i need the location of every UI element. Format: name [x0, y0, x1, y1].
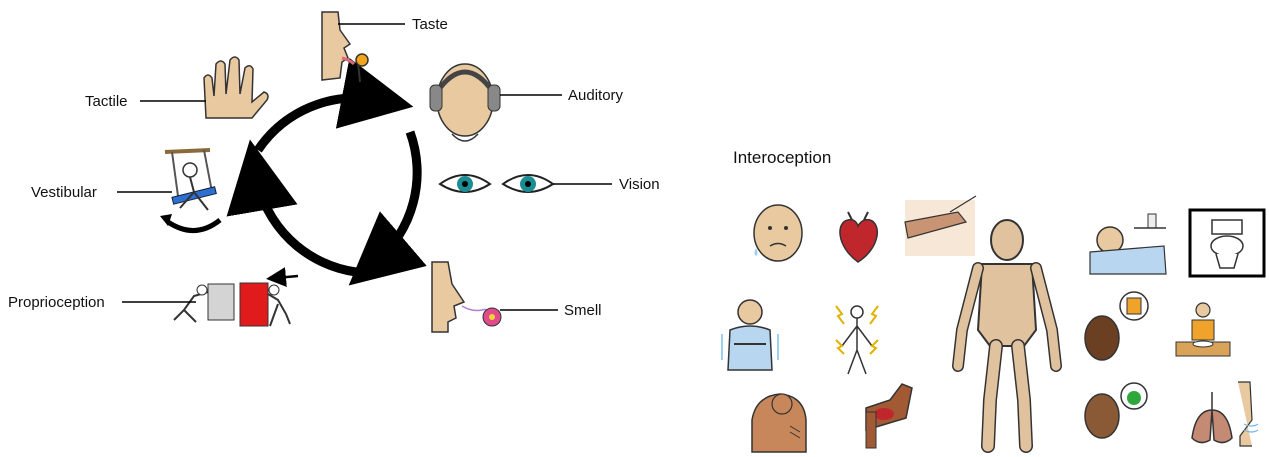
flower-center — [489, 314, 495, 320]
flexed-arm-muscle — [874, 408, 894, 420]
lungs-shape — [1192, 392, 1232, 443]
thirst-drink-glass — [1127, 298, 1141, 314]
left-eye-pupil — [462, 181, 468, 187]
itch-person-head — [772, 394, 792, 414]
auditory-group: Auditory — [430, 64, 624, 141]
pushing-figure-left-head — [197, 285, 207, 295]
eating-person-shirt — [1192, 320, 1214, 340]
swing-rope-right — [204, 150, 212, 192]
cycle-arrow-bottom — [256, 175, 356, 272]
toilet-base — [1216, 254, 1238, 268]
heart-vessels — [848, 212, 868, 220]
swing-icon — [160, 150, 220, 231]
tactile-group: Tactile — [85, 57, 268, 118]
stroking-arm-icon — [905, 196, 976, 256]
pain-figure-icon — [836, 306, 878, 374]
swing-person-head — [183, 163, 197, 177]
proprioception-label: Proprioception — [8, 294, 105, 311]
vision-group: Vision — [440, 175, 660, 193]
vestibular-label: Vestibular — [31, 184, 97, 201]
nose-flower-icon — [432, 262, 501, 332]
right-eye-pupil — [525, 181, 531, 187]
vestibular-group: Vestibular — [31, 150, 220, 231]
proprioception-group: Proprioception — [8, 276, 298, 326]
interoception-panel — [722, 196, 1264, 452]
smell-face-shape — [432, 262, 464, 332]
smell-group: Smell — [432, 262, 602, 332]
figure-legs-fill — [988, 346, 1026, 446]
pushing-figure-left — [174, 292, 208, 322]
push-arrow — [276, 276, 298, 278]
figure-head — [991, 220, 1023, 260]
heart-shape — [840, 220, 877, 262]
shivering-person-icon — [722, 300, 778, 370]
swing-motion-arrow — [168, 220, 220, 231]
flexed-arm-upper — [866, 412, 876, 448]
thirst-face-icon — [1085, 292, 1148, 360]
sweating-face-icon — [754, 205, 802, 261]
eating-person-icon — [1176, 303, 1230, 356]
lungs-icon — [1192, 382, 1258, 446]
bedside-glass — [1148, 214, 1156, 228]
headphones-left-cup — [430, 85, 442, 111]
pain-figure-body — [842, 318, 872, 374]
grey-block — [208, 284, 234, 320]
sweat-drop — [755, 248, 758, 256]
sleeping-person-icon — [1090, 214, 1166, 274]
taste-face-shape — [322, 12, 350, 80]
right-eye-icon — [503, 175, 553, 192]
pushing-icon — [174, 276, 298, 326]
headphones-icon — [430, 64, 500, 141]
taste-face-icon — [322, 12, 368, 82]
smell-label: Smell — [564, 302, 602, 319]
interoception-title: Interoception — [733, 148, 831, 167]
red-block — [240, 283, 268, 326]
sweating-face-eye-right — [784, 226, 788, 230]
toilet-icon — [1190, 210, 1264, 276]
sweating-face-head — [754, 205, 802, 261]
toilet-tank — [1212, 220, 1242, 234]
taste-label: Taste — [412, 16, 448, 33]
swing-rope-left — [172, 152, 178, 196]
pushing-figure-right — [268, 294, 290, 326]
hunger-apple — [1127, 391, 1141, 405]
figure-torso — [978, 264, 1036, 346]
hunger-face-icon — [1085, 383, 1147, 438]
shivering-head — [738, 300, 762, 324]
taste-group: Taste — [322, 12, 448, 82]
breathing-face — [1238, 382, 1252, 446]
pushing-figure-right-head — [269, 285, 279, 295]
vision-label: Vision — [619, 176, 660, 193]
lollipop-candy — [356, 54, 368, 66]
eating-person-head — [1196, 303, 1210, 317]
auditory-label: Auditory — [568, 87, 624, 104]
tactile-label: Tactile — [85, 93, 128, 110]
sweating-face-eye-left — [768, 226, 772, 230]
sensory-cycle — [256, 98, 417, 272]
hand-icon — [204, 57, 268, 118]
shivering-body — [728, 326, 772, 370]
eating-plate — [1193, 341, 1213, 347]
headphones-right-cup — [488, 85, 500, 111]
thirst-face-head — [1085, 316, 1119, 360]
toilet-bowl — [1211, 236, 1243, 256]
pain-figure-head — [851, 306, 863, 318]
cycle-arrow-right — [376, 132, 417, 262]
flexed-arm-icon — [866, 384, 912, 448]
auditory-head — [437, 64, 493, 136]
left-eye-icon — [440, 175, 490, 192]
heart-icon — [840, 212, 877, 262]
cycle-arrow-top — [258, 98, 378, 150]
itch-person-icon — [752, 394, 806, 452]
hunger-face-head — [1085, 394, 1119, 438]
